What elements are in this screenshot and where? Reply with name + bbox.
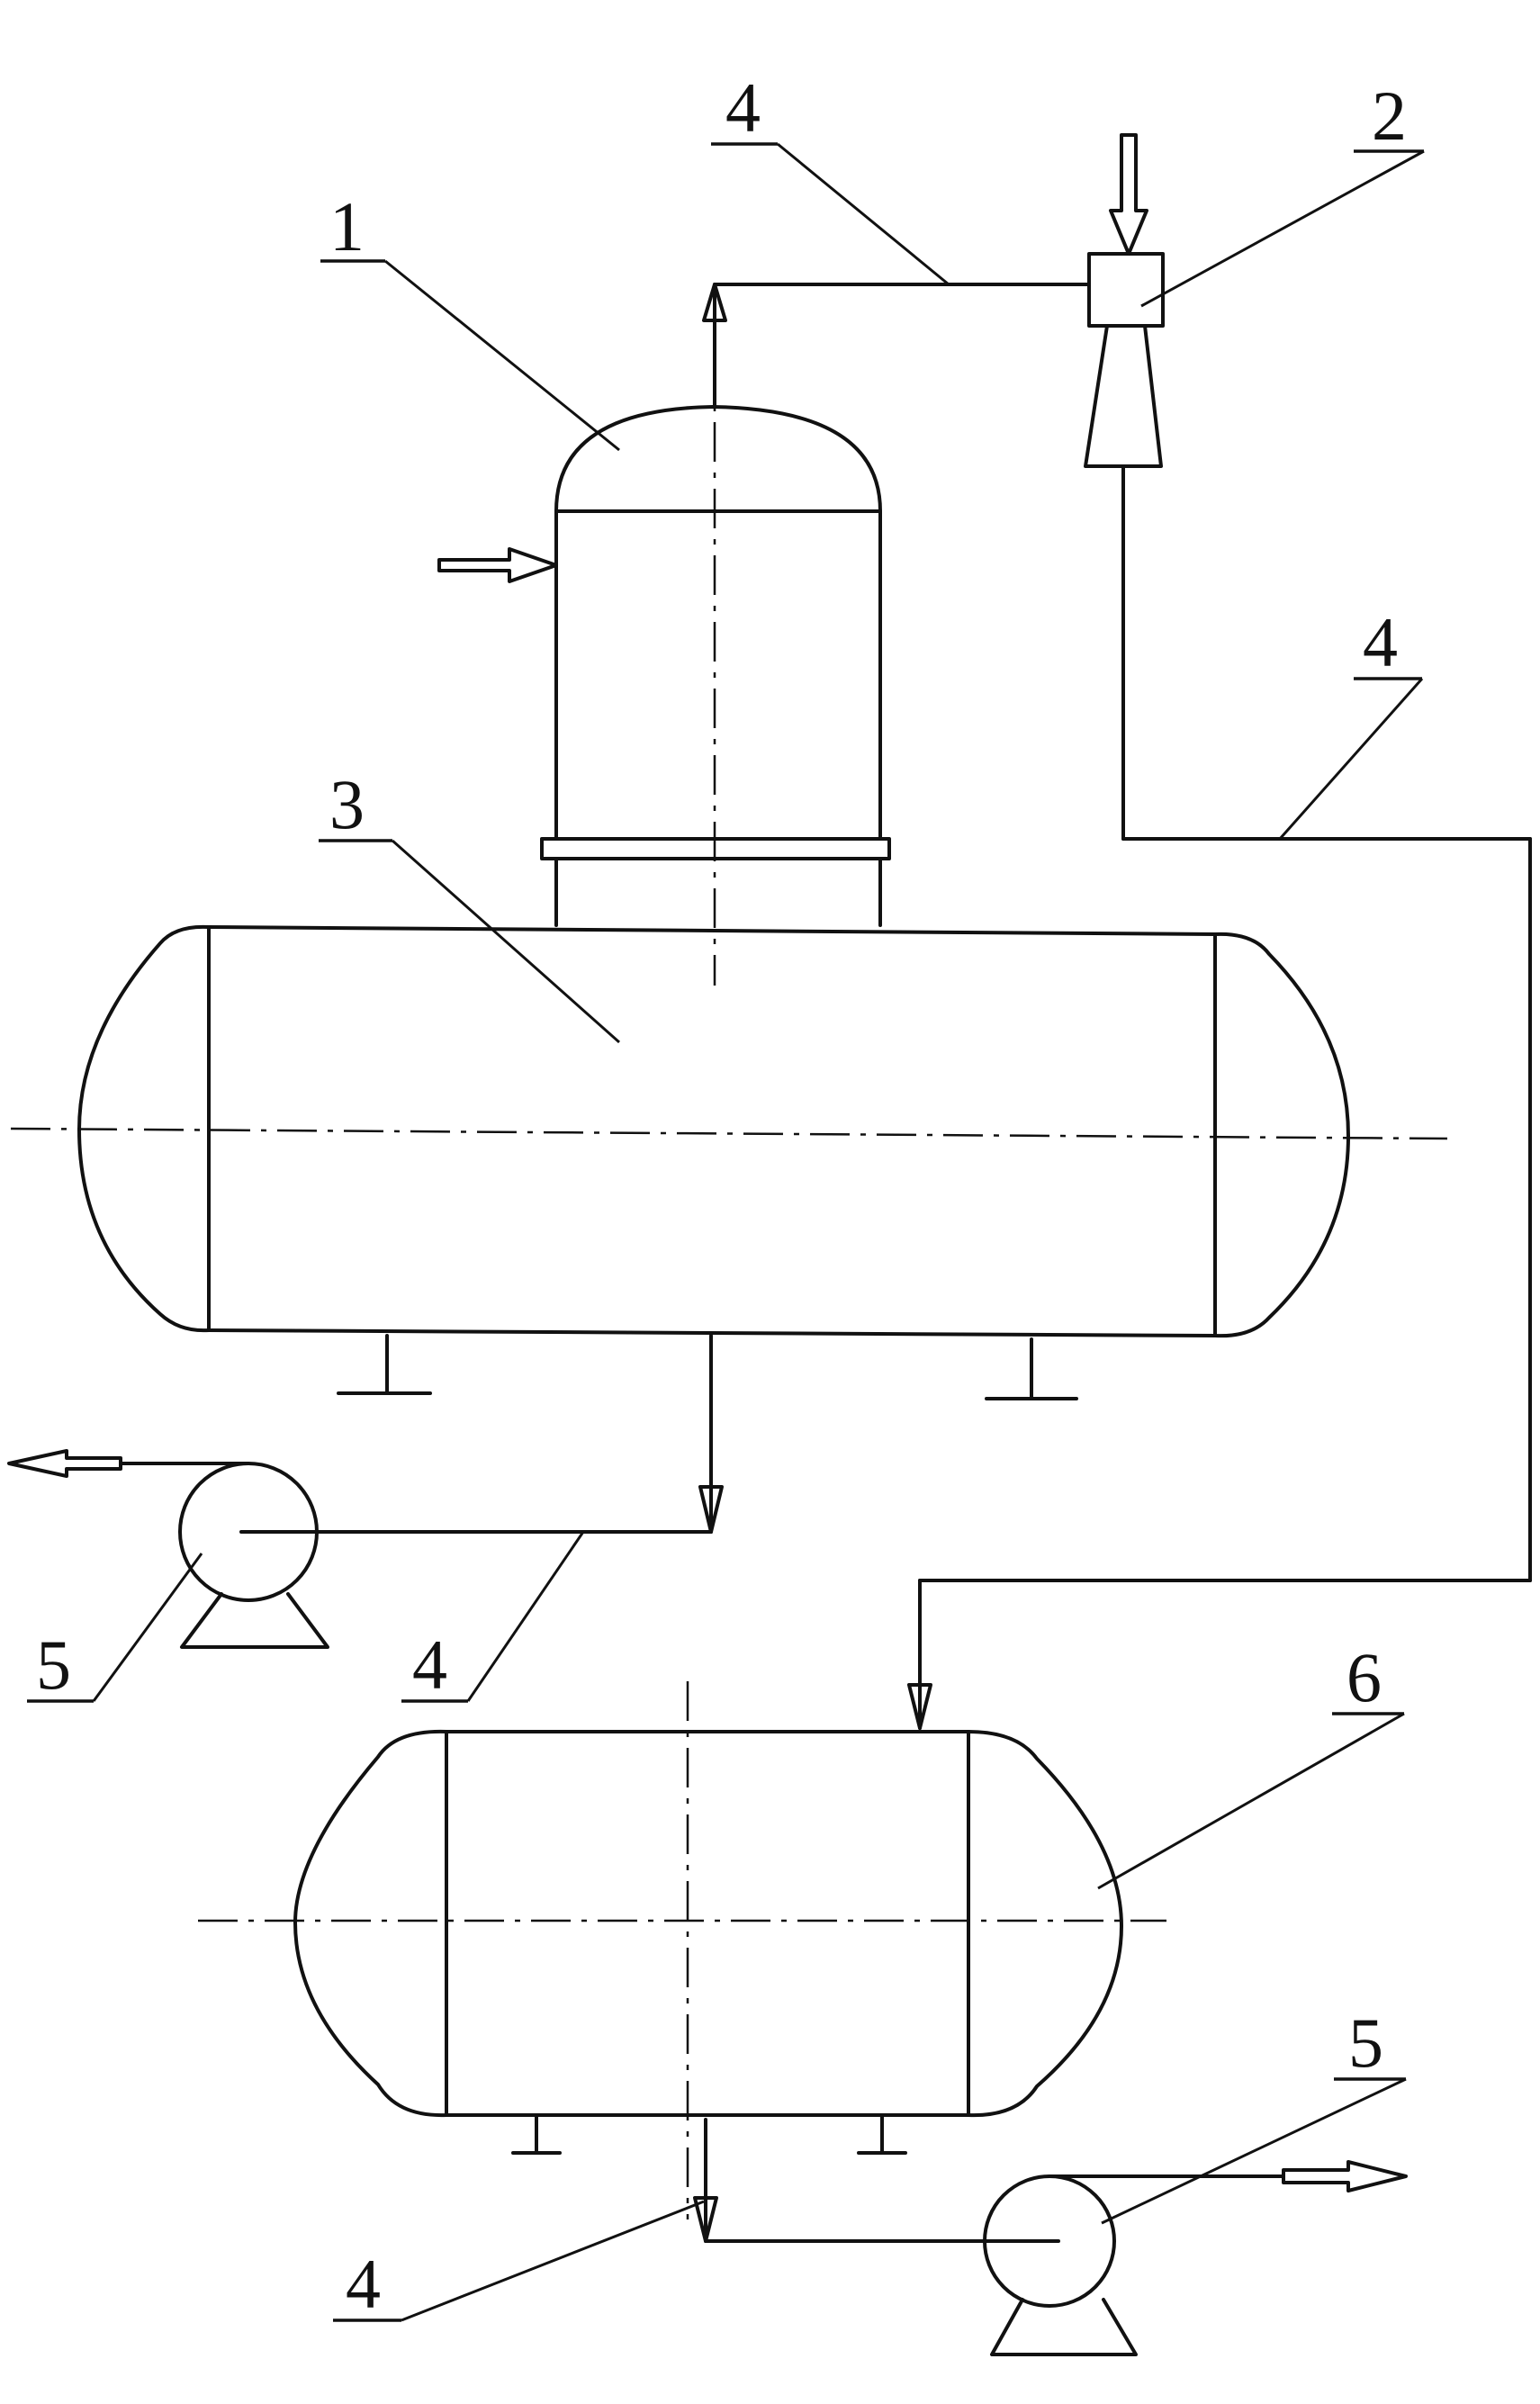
- motive-fluid-inlet-arrow: [1109, 133, 1148, 256]
- label-storage-tank: 6: [1346, 1638, 1382, 1716]
- pipeline-separator-to-ejector: [702, 283, 1091, 409]
- label-pump-upper: 5: [36, 1625, 71, 1704]
- label-separator: 1: [329, 187, 365, 266]
- label-pipeline-right: 4: [1363, 603, 1398, 681]
- feed-inlet-arrow: [437, 547, 558, 583]
- leader-lines: [27, 142, 1425, 2322]
- label-pipeline-middle: 4: [412, 1625, 447, 1704]
- label-pipeline-top: 4: [725, 68, 761, 147]
- pump-lower: [983, 2160, 1408, 2356]
- horizontal-tank: [77, 924, 1350, 1400]
- pipeline-tank-to-pump: [239, 1334, 724, 1534]
- pipeline-ejector-to-storage: [907, 464, 1532, 1730]
- label-horizontal-tank: 3: [329, 765, 365, 843]
- pipeline-storage-to-pump: [693, 2118, 1060, 2243]
- horizontal-tank-centerline: [10, 1127, 1448, 1140]
- storage-tank: [293, 1729, 1123, 2155]
- ejector: [1084, 252, 1165, 468]
- label-ejector: 2: [1372, 77, 1407, 155]
- pump-upper: [7, 1449, 329, 1649]
- label-pipeline-bottom: 4: [346, 2245, 381, 2323]
- label-pump-lower: 5: [1348, 2003, 1383, 2082]
